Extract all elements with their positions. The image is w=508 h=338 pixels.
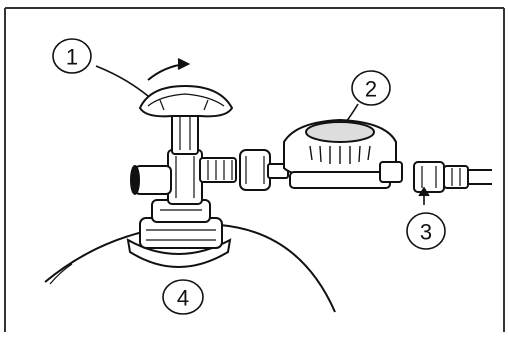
pressure-regulator (283, 118, 403, 189)
leader-lines (95, 65, 430, 205)
callout-3: 3 (406, 212, 446, 250)
cylinder-collar (126, 199, 232, 268)
callout-2: 2 (351, 70, 391, 106)
callout-2-circle (351, 70, 391, 106)
callout-1-circle (52, 38, 92, 74)
regulator-nut (239, 149, 289, 191)
rotation-arrow (147, 58, 191, 81)
hose-connector (413, 161, 492, 193)
callout-1-label: 1 (66, 45, 78, 70)
callout-3-label: 3 (420, 220, 432, 245)
callout-4-circle (162, 279, 204, 315)
callout-4: 4 (162, 279, 204, 315)
diagram-frame (4, 7, 505, 332)
callout-4-label: 4 (177, 286, 189, 311)
callout-2-label: 2 (365, 77, 377, 102)
valve-body (130, 111, 203, 205)
valve-handwheel (138, 84, 234, 118)
valve-outlet (199, 157, 237, 183)
callout-1: 1 (52, 38, 92, 74)
callout-3-circle (406, 212, 446, 250)
